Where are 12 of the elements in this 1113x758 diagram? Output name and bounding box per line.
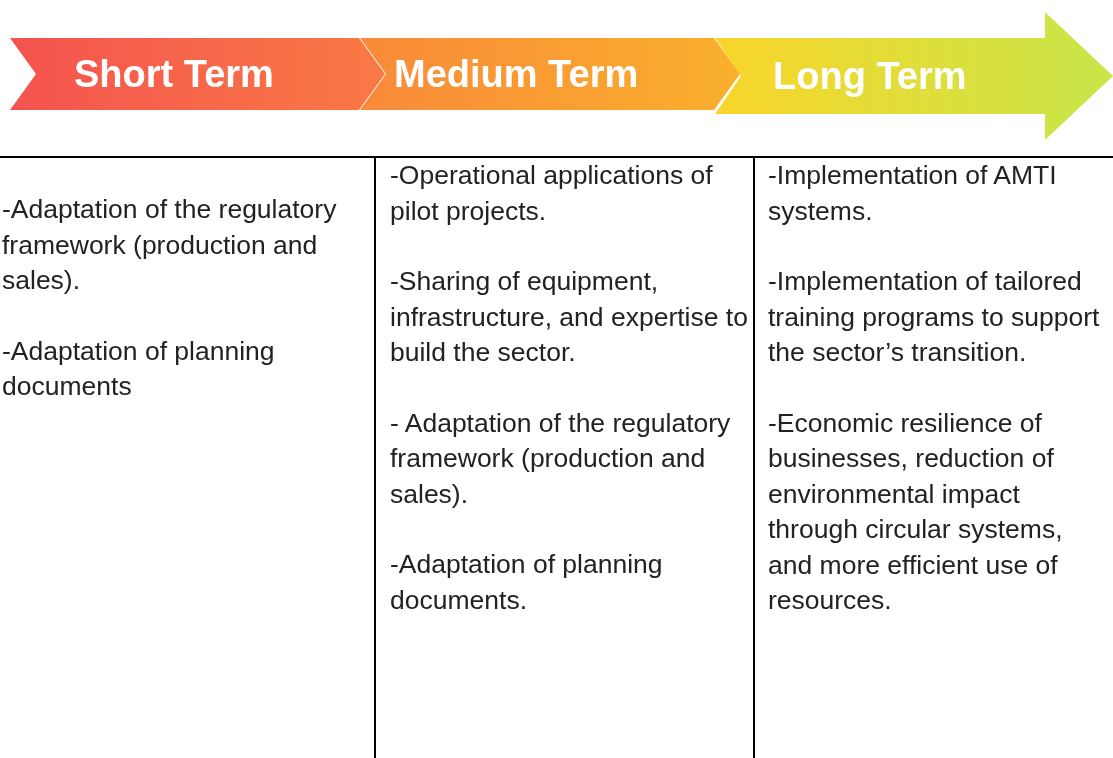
action-item: -Sharing of equipment, infrastructure, and expertise to build the sector.	[390, 265, 749, 369]
action-item: -Adaptation of planning documents.	[390, 548, 664, 617]
phase-title: Medium Term	[394, 52, 639, 96]
action-item: -Implementation of tailored training programs to support the sector’s transition.	[768, 265, 1101, 369]
action-item: -Operational applications of pilot projects.	[390, 159, 714, 228]
action-item: - Adaptation of the regulatory framework (production and sales).	[390, 406, 732, 511]
action-item: -Adaptation of planning documents	[2, 334, 276, 403]
action-item: -Adaptation of the regulatory framework (production and sales).	[2, 193, 338, 297]
action-item: -Implementation of AMTI systems.	[768, 159, 1058, 228]
action-item: -Economic resilience of businesses, reduction of environmental impact through circular systems, and more efficient use of resources.	[768, 406, 1064, 617]
phase-title: Short Term	[74, 52, 274, 96]
phase-title: Long Term	[773, 54, 967, 98]
